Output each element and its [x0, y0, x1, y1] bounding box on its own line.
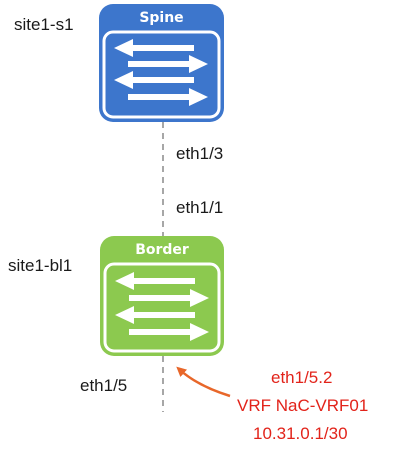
border-uplink-port-label: eth1/1	[176, 198, 224, 217]
border-title: Border	[135, 242, 189, 258]
border-downlink-port-label: eth1/5	[80, 376, 128, 395]
subinterface-label: eth1/5.2	[271, 368, 333, 387]
spine-port-label: eth1/3	[176, 144, 224, 163]
spine-switch-icon[interactable]	[99, 4, 224, 122]
spine-hostname: site1-s1	[14, 15, 74, 34]
spine-title: Spine	[139, 10, 184, 26]
border-hostname: site1-bl1	[8, 256, 73, 275]
vrf-label: VRF NaC-VRF01	[237, 396, 369, 415]
spine-arrows-icon	[114, 39, 208, 106]
annotation-pointer-arrow	[176, 366, 231, 398]
ip-address-label: 10.31.0.1/30	[253, 424, 348, 443]
border-leaf-switch-icon[interactable]	[100, 236, 224, 356]
border-arrows-icon	[115, 272, 209, 341]
